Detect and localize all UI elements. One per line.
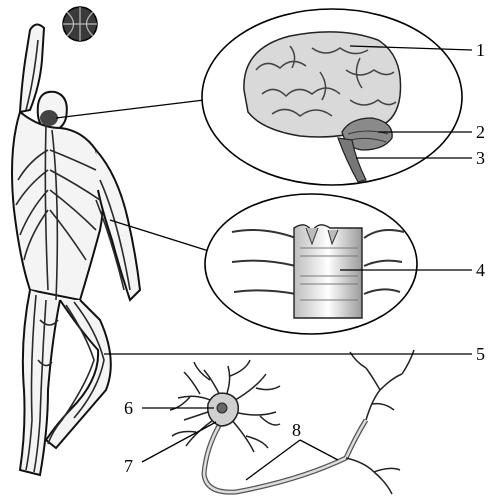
spinal-cord-segment [294, 225, 362, 318]
lowered-arm [96, 150, 140, 300]
label-7: 7 [124, 456, 133, 476]
label-2: 2 [476, 122, 485, 142]
label-6: 6 [124, 398, 133, 418]
nucleus [217, 403, 227, 413]
label-5: 5 [476, 344, 485, 364]
label-1: 1 [476, 40, 485, 60]
label-4: 4 [476, 260, 485, 280]
label-8: 8 [292, 420, 301, 440]
head-brain-icon [40, 110, 58, 126]
basketball-icon [63, 7, 97, 41]
label-3: 3 [476, 148, 485, 168]
cell-body [208, 393, 239, 426]
spinal-cord-callout [205, 194, 417, 334]
